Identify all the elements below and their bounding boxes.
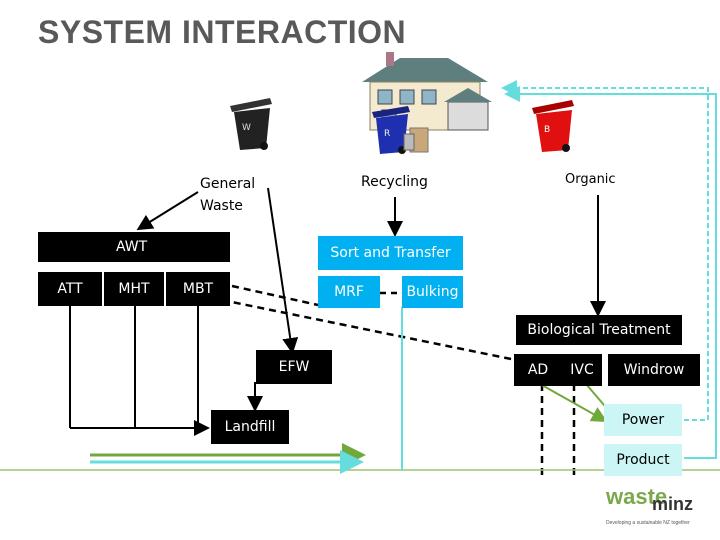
efw-box: EFW bbox=[256, 350, 332, 384]
awt-mbt: MBT bbox=[166, 272, 230, 306]
awt-header: AWT bbox=[38, 232, 230, 262]
recycling-label: Recycling bbox=[361, 174, 428, 190]
organic-label: Organic bbox=[565, 172, 616, 187]
bio-windrow: Windrow bbox=[608, 354, 700, 386]
svg-text:B: B bbox=[544, 125, 550, 135]
product-box: Product bbox=[604, 444, 682, 476]
bio-ivc: IVC bbox=[562, 354, 602, 386]
wasteminz-logo: waste minz Developing a sustainable NZ t… bbox=[604, 480, 714, 532]
wasteminz-logo-mark: waste minz Developing a sustainable NZ t… bbox=[605, 484, 693, 526]
waste-to-efw-arrow bbox=[267, 187, 299, 354]
sort-transfer-header: Sort and Transfer bbox=[318, 236, 463, 270]
page-title: SYSTEM INTERACTION bbox=[38, 14, 407, 50]
svg-text:Developing a sustainable NZ to: Developing a sustainable NZ together bbox=[606, 520, 690, 526]
biological-header: Biological Treatment bbox=[516, 315, 682, 345]
bio-ad: AD bbox=[514, 354, 562, 386]
power-box: Power bbox=[604, 404, 682, 436]
power-loop-line bbox=[501, 80, 709, 421]
ad-to-power-arrow bbox=[539, 383, 608, 422]
bulking-box: Bulking bbox=[402, 276, 463, 308]
landfill-box: Landfill bbox=[211, 410, 289, 444]
red-bin-icon: B bbox=[532, 100, 574, 152]
awt-mht: MHT bbox=[104, 272, 164, 306]
general-waste-arrow bbox=[136, 191, 199, 231]
mbt-to-mrf-dashed bbox=[231, 284, 319, 307]
svg-text:W: W bbox=[242, 123, 251, 133]
mbt-to-ad-dashed bbox=[221, 298, 517, 362]
general-waste-label: General Waste bbox=[200, 176, 256, 214]
awt-att: ATT bbox=[38, 272, 102, 306]
product-loop-line bbox=[504, 86, 717, 459]
mrf-box: MRF bbox=[318, 276, 380, 308]
blue-bin-icon: R bbox=[372, 106, 429, 154]
svg-text:waste: waste bbox=[605, 484, 667, 509]
svg-text:minz: minz bbox=[652, 494, 693, 514]
black-bin-icon: W bbox=[230, 98, 272, 150]
svg-text:R: R bbox=[384, 129, 390, 139]
